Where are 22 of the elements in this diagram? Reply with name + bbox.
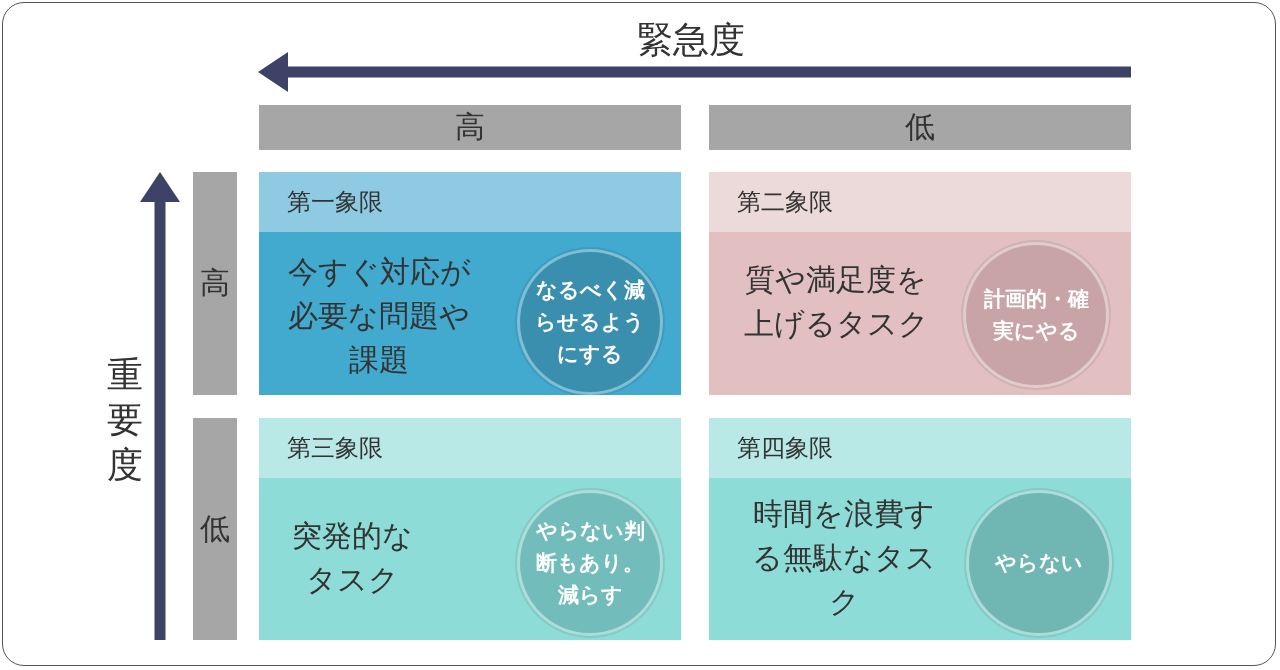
quadrant-header: 第二象限: [709, 172, 1131, 232]
axis-level-header: 低: [709, 105, 1131, 150]
quadrant-card: [709, 172, 1131, 395]
quadrant-description: 時間を浪費する無駄なタスク: [751, 495, 937, 621]
quadrant-card: [259, 172, 681, 395]
axis-title: 緊急度: [637, 18, 745, 62]
action-circle: なるべく減らせるようにする: [520, 252, 660, 392]
quadrant-description: 質や満足度を上げるタスク: [742, 261, 930, 343]
quadrant-card: [709, 418, 1131, 640]
quadrant-card: [259, 418, 681, 640]
quadrant-header: 第一象限: [259, 172, 681, 232]
quadrant-description: 今すぐ対応が必要な問題や課題: [286, 253, 472, 379]
axis-title: 重要度: [106, 353, 144, 487]
axis-level-header: 高: [193, 172, 237, 395]
action-circle: やらない判断もあり。減らす: [520, 493, 660, 633]
action-circle: 計画的・確実にやる: [966, 245, 1106, 385]
quadrant-description: 突発的なタスク: [290, 517, 414, 599]
axis-level-header: 高: [259, 105, 681, 150]
action-circle: やらない: [969, 493, 1109, 633]
quadrant-header: 第三象限: [259, 418, 681, 478]
axis-level-header: 低: [193, 418, 237, 640]
quadrant-header: 第四象限: [709, 418, 1131, 478]
